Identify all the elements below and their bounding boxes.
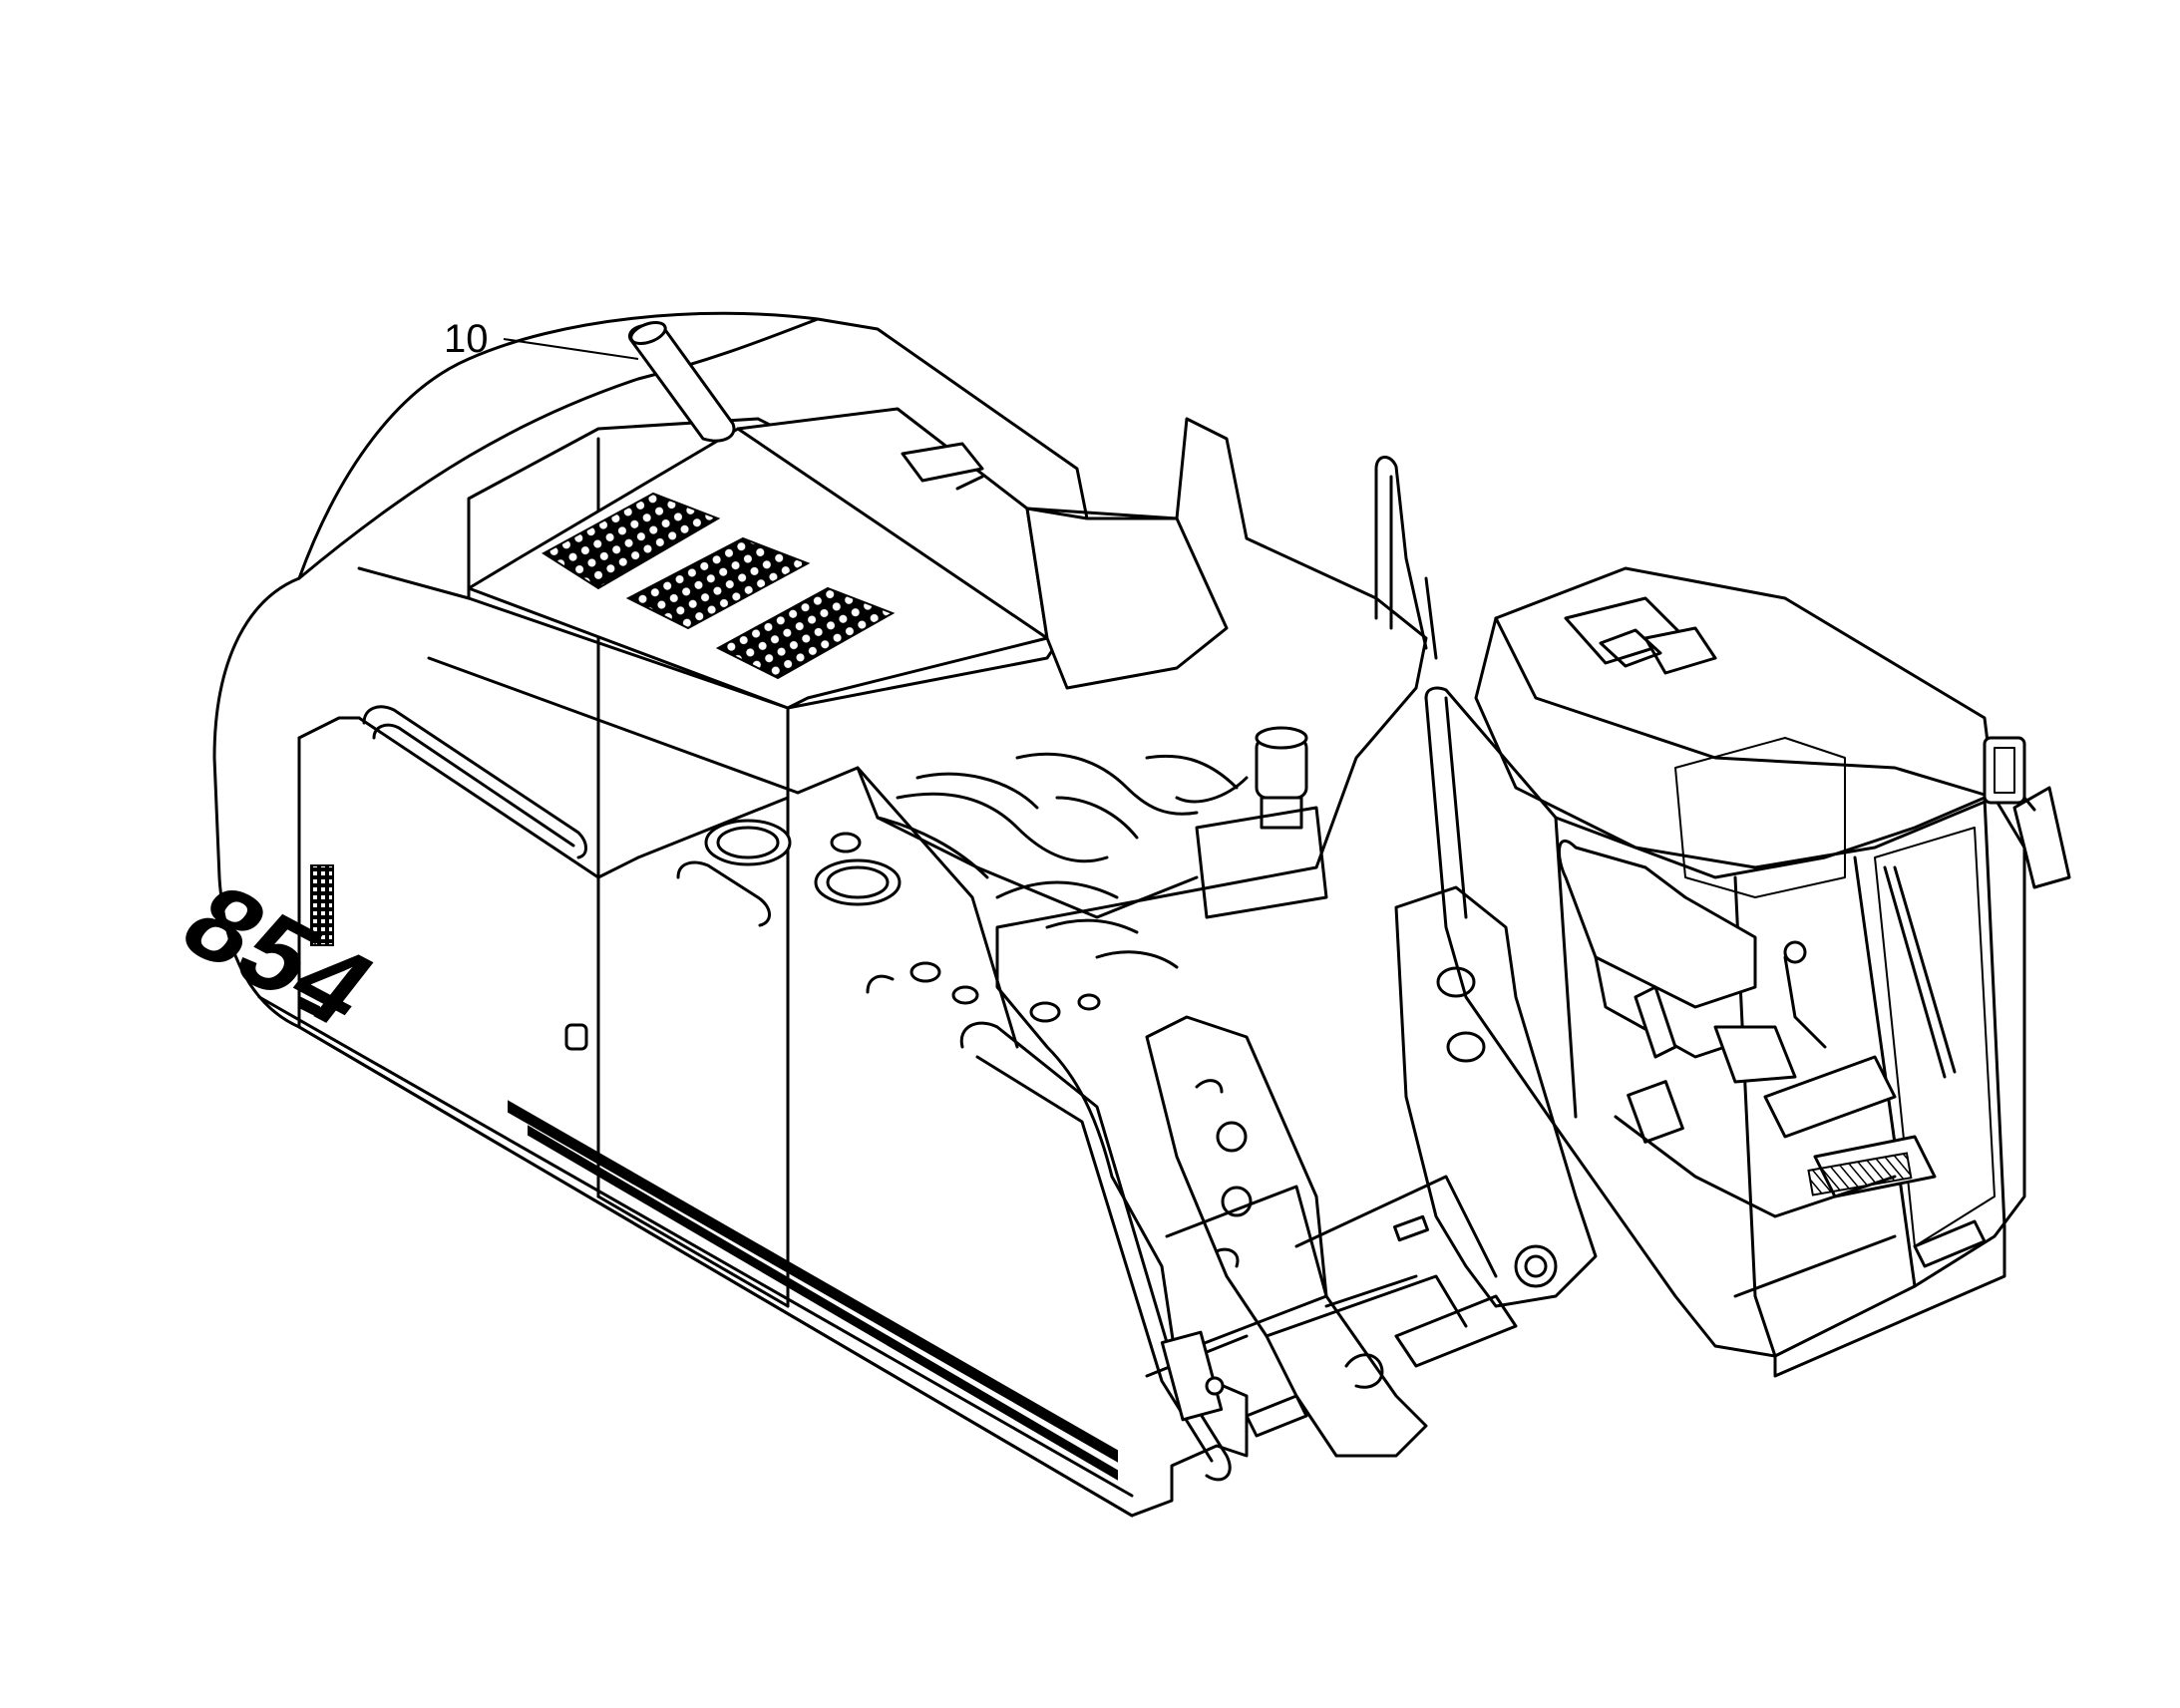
access-handrail [959,1021,1308,1482]
top-handrail [1374,456,1438,660]
callout-10-label: 10 [444,317,489,361]
operator-cab [1424,566,2071,1378]
callout-10: 10 [444,317,639,361]
boom-mount [1145,885,1598,1458]
engine-compartment [856,726,1328,969]
machine-body [212,311,1428,1518]
callout-10-leader [503,338,639,360]
exhaust-pipe [627,321,736,443]
